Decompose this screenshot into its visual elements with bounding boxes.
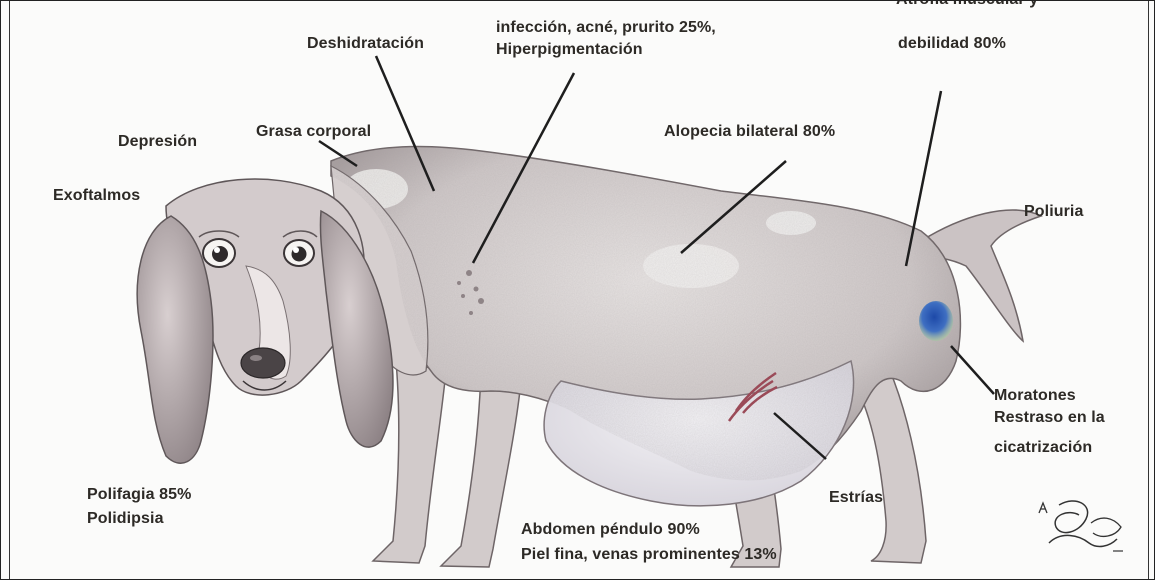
label-exoftalmos: Exoftalmos <box>53 185 140 207</box>
nose <box>241 348 285 378</box>
label-moratones: Moratones <box>994 385 1076 407</box>
label-poliuria: Poliuria <box>1024 201 1083 223</box>
label-cicatrizacion: cicatrización <box>994 437 1092 459</box>
label-infeccion: infección, acné, prurito 25%, <box>496 17 716 39</box>
label-polidipsia: Polidipsia <box>87 508 164 530</box>
bruise <box>919 301 953 341</box>
label-grasa-corporal: Grasa corporal <box>256 121 371 143</box>
label-atrofia-partial: Atrofia muscular y <box>896 0 1038 11</box>
label-estrias: Estrías <box>829 487 883 509</box>
label-piel-fina: Piel fina, venas prominentes 13% <box>521 544 777 566</box>
label-abdomen: Abdomen péndulo 90% <box>521 519 700 541</box>
label-depresion: Depresión <box>118 131 197 153</box>
label-polifagia: Polifagia 85% <box>87 484 191 506</box>
label-debilidad: debilidad 80% <box>898 33 1006 55</box>
label-alopecia: Alopecia bilateral 80% <box>664 121 835 143</box>
artist-signature <box>1031 493 1131 563</box>
label-hiperpigmentacion: Hiperpigmentación <box>496 39 643 61</box>
label-deshidratacion: Deshidratación <box>307 33 424 55</box>
label-retraso: Restraso en la <box>994 407 1105 429</box>
